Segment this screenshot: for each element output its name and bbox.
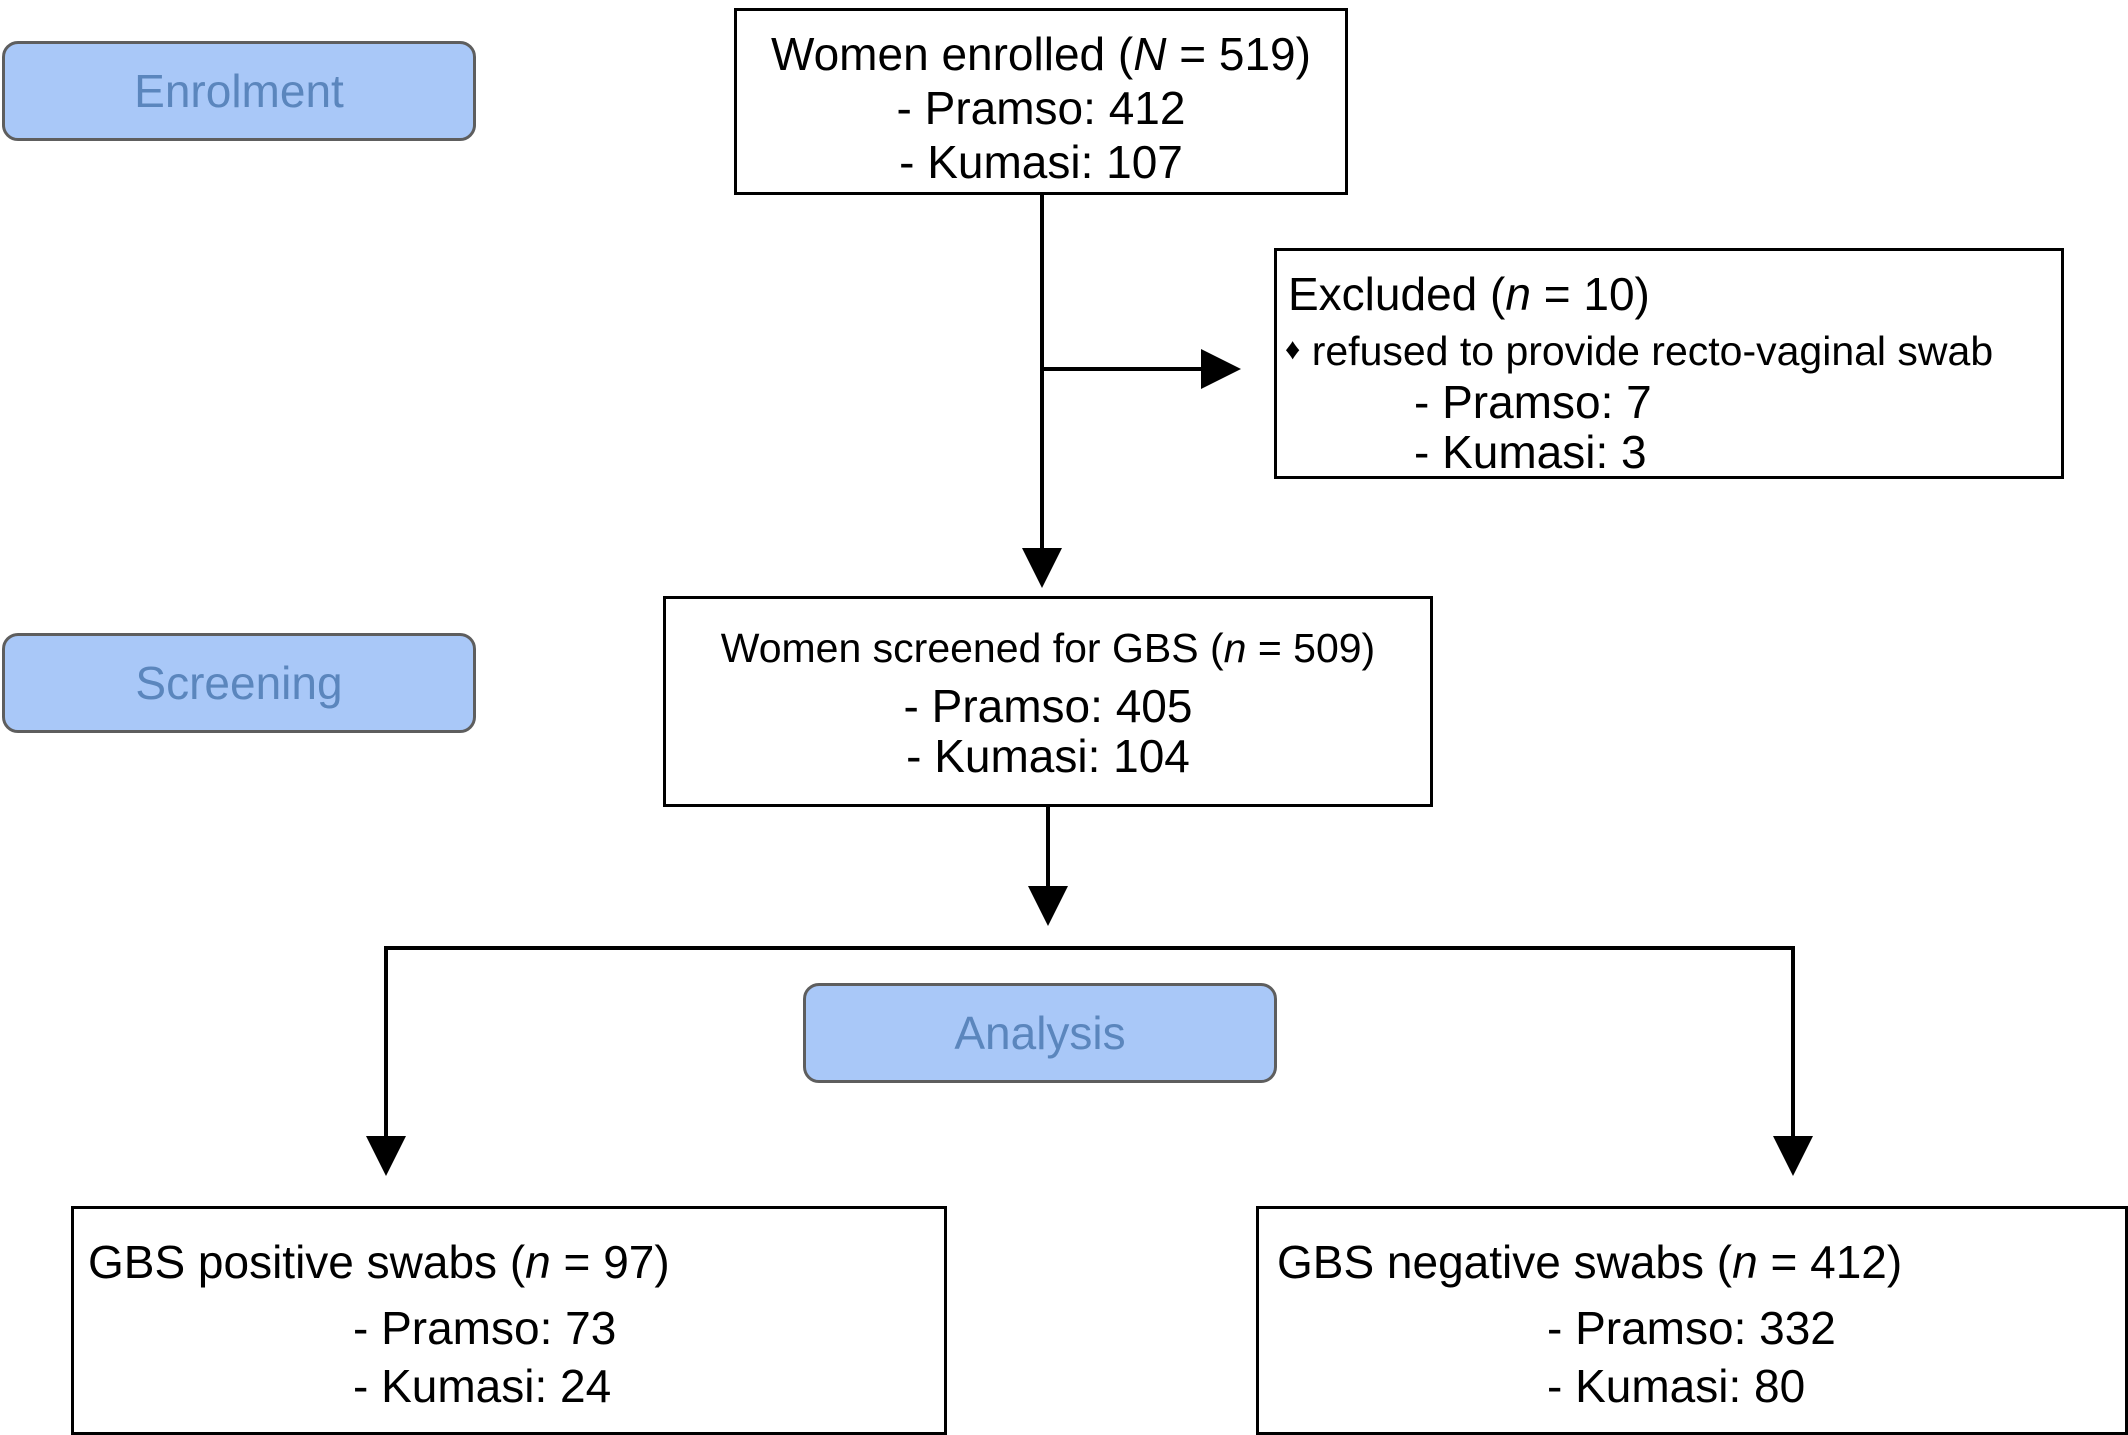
positive-pramso: - Pramso: 73 — [353, 1302, 617, 1354]
excluded-box: Excluded (n = 10) ♦ refused to provide r… — [1274, 248, 2064, 479]
split-connector — [384, 946, 1795, 1168]
stage-enrolment-label: Enrolment — [134, 65, 344, 117]
stage-analysis: Analysis — [803, 983, 1277, 1083]
diamond-bullet-icon: ♦ — [1285, 333, 1301, 366]
screened-box: Women screened for GBS (n = 509) - Prams… — [663, 596, 1433, 807]
screened-kumasi: - Kumasi: 104 — [906, 730, 1190, 782]
stage-enrolment: Enrolment — [2, 41, 476, 141]
excluded-kumasi: - Kumasi: 3 — [1414, 426, 1647, 478]
positive-box: GBS positive swabs (n = 97) - Pramso: 73… — [71, 1206, 947, 1435]
negative-box: GBS negative swabs (n = 412) - Pramso: 3… — [1256, 1206, 2128, 1435]
excluded-reason: ♦ refused to provide recto-vaginal swab — [1285, 328, 1994, 374]
negative-pramso: - Pramso: 332 — [1547, 1302, 1836, 1354]
stage-screening-label: Screening — [135, 657, 343, 709]
excluded-title: Excluded (n = 10) — [1288, 268, 1650, 320]
screened-pramso: - Pramso: 405 — [903, 680, 1193, 732]
stage-analysis-label: Analysis — [954, 1007, 1126, 1059]
enrolled-title: Women enrolled (N = 519) — [771, 28, 1311, 80]
negative-kumasi: - Kumasi: 80 — [1547, 1360, 1806, 1412]
positive-title: GBS positive swabs (n = 97) — [88, 1236, 670, 1288]
enrolled-box: Women enrolled (N = 519) - Pramso: 412 -… — [734, 8, 1348, 195]
enrolled-pramso: - Pramso: 412 — [896, 82, 1186, 134]
enrolled-kumasi: - Kumasi: 107 — [899, 136, 1183, 188]
positive-kumasi: - Kumasi: 24 — [353, 1360, 612, 1412]
excluded-pramso: - Pramso: 7 — [1414, 376, 1652, 428]
stage-screening: Screening — [2, 633, 476, 733]
negative-title: GBS negative swabs (n = 412) — [1277, 1236, 1903, 1288]
screened-title: Women screened for GBS (n = 509) — [720, 625, 1376, 671]
